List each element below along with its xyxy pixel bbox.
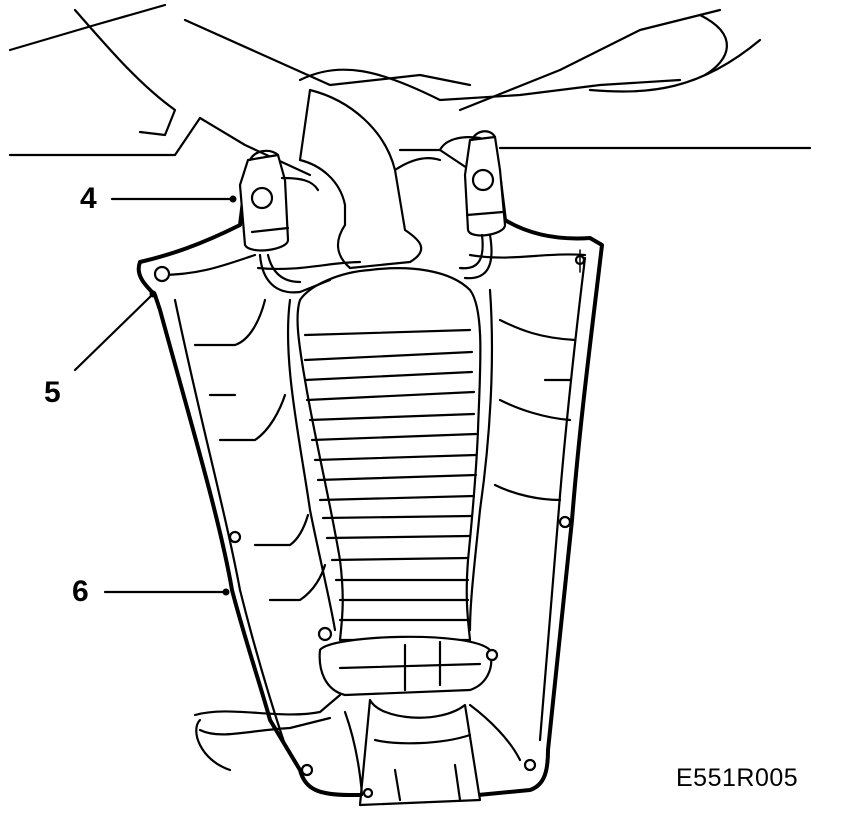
vehicle-underbody [8, 3, 812, 177]
leader-dot-4 [229, 195, 237, 203]
rear-exhaust-pipe [193, 693, 522, 807]
callout-5-label: 5 [44, 376, 61, 409]
figure-code: E551R005 [676, 764, 799, 792]
callout-4-label: 4 [80, 182, 97, 215]
leader-lines [73, 195, 237, 596]
washer-5 [153, 265, 171, 283]
rubber-mounts [238, 130, 507, 294]
front-exhaust-pipe [298, 88, 442, 270]
catalytic-converter [296, 267, 499, 697]
callout-6-label: 6 [72, 575, 89, 608]
leader-dot-5 [149, 290, 157, 298]
leader-dot-6 [222, 588, 230, 596]
heat-shield [136, 178, 604, 797]
leader-line-5 [73, 293, 154, 372]
